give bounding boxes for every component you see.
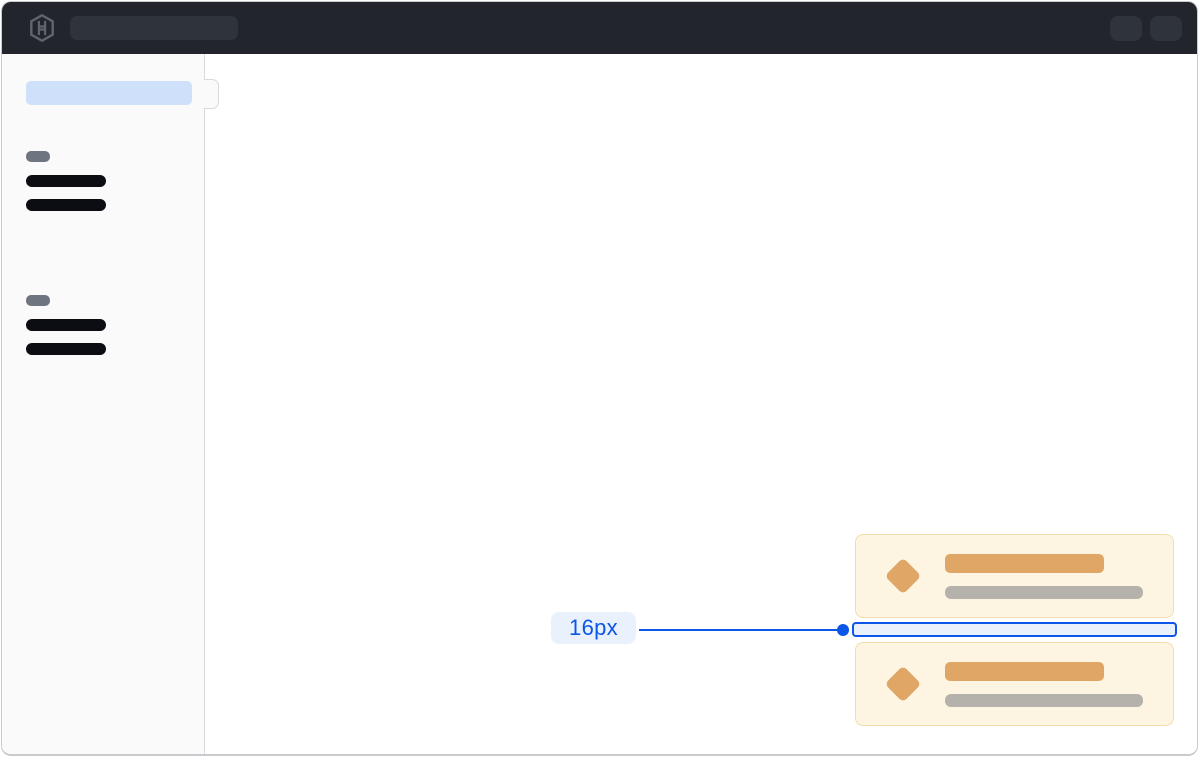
spacing-label: 16px [551,612,636,644]
list-card [855,534,1174,618]
sidebar-item-skeleton[interactable] [26,175,106,187]
sidebar-section-label-skeleton [26,295,50,306]
card-text-skeleton [945,553,1143,599]
list-card [855,642,1174,726]
card-text-skeleton [945,661,1143,707]
sidebar-item-skeleton[interactable] [26,343,106,355]
spacing-highlight [852,622,1177,637]
sidebar-item-skeleton[interactable] [26,319,106,331]
sidebar [2,54,219,754]
diamond-icon [884,665,922,703]
card-subtitle-skeleton [945,585,1143,599]
annotation-line [639,629,844,631]
sidebar-section-label-skeleton [26,151,50,162]
main-content [205,54,1197,754]
app-header [2,2,1197,54]
sidebar-active-item-skeleton[interactable] [26,81,192,105]
diamond-icon [884,557,922,595]
sidebar-toggle-handle[interactable] [204,79,219,109]
card-title-skeleton [945,553,1104,573]
annotation-dot [837,624,849,636]
header-button-skeleton[interactable] [1150,16,1182,41]
sidebar-item-skeleton[interactable] [26,199,106,211]
header-button-skeleton[interactable] [1110,16,1142,41]
search-input-skeleton[interactable] [70,16,238,40]
card-title-skeleton [945,661,1104,681]
hashicorp-logo-icon [28,13,56,43]
card-subtitle-skeleton [945,693,1143,707]
